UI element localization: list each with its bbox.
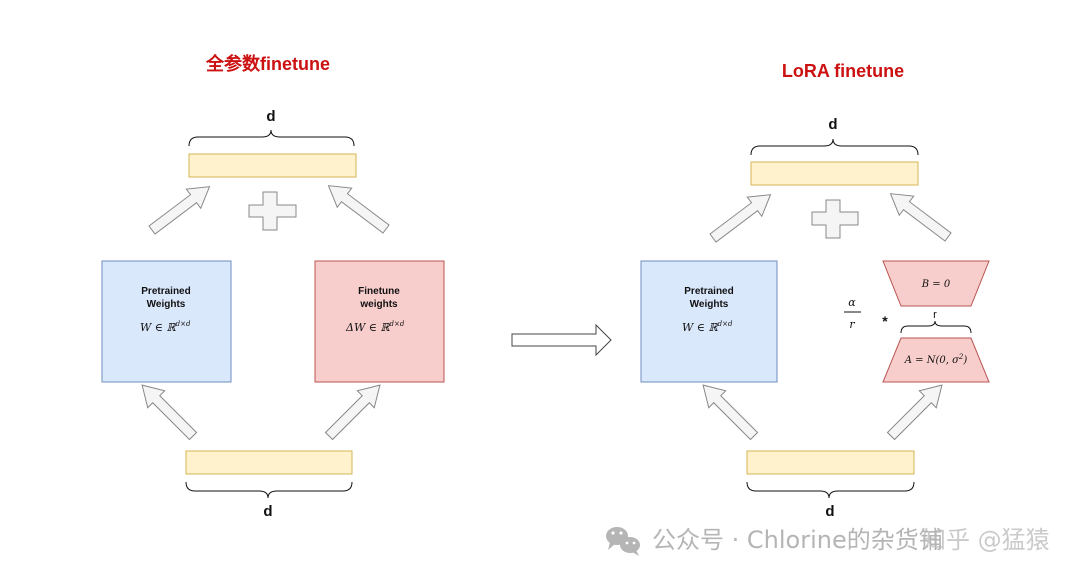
a-matrix-label: A = N(0, σ2) xyxy=(904,353,968,366)
right-title: LoRA finetune xyxy=(782,61,904,81)
left-input-vector xyxy=(185,450,353,475)
lora-b-matrix: B = 0 xyxy=(882,260,990,307)
rank-brace xyxy=(900,320,972,334)
right-input-vector xyxy=(746,450,915,475)
left-up-arrow-icon xyxy=(320,175,394,240)
right-pretrained-label-1: Pretrained xyxy=(684,286,733,297)
scale-numerator: α xyxy=(848,296,856,309)
left-pretrained-weights-box: Pretrained Weights W ∈ ℝd×d xyxy=(101,260,232,383)
lora-a-matrix: A = N(0, σ2) xyxy=(882,337,990,383)
left-bottom-dim-label: d xyxy=(263,503,272,520)
b-matrix-label: B = 0 xyxy=(921,279,951,290)
left-bottom-arrow-icon xyxy=(320,376,389,445)
multiply-symbol: * xyxy=(882,313,888,329)
left-pretrained-label-2: Weights xyxy=(147,299,186,310)
left-title: 全参数finetune xyxy=(205,53,330,74)
left-bottom-arrow-icon xyxy=(133,376,202,445)
right-plus-icon xyxy=(811,199,859,239)
left-finetune-formula: ΔW ∈ ℝd×d xyxy=(345,320,405,334)
left-plus-icon xyxy=(248,191,297,231)
left-top-dim-label: d xyxy=(266,108,275,125)
scale-denominator: r xyxy=(849,318,855,331)
left-finetune-label-2: weights xyxy=(359,299,398,310)
watermark-overlay-text: 知乎 @猛猿 xyxy=(922,526,1050,554)
right-output-vector xyxy=(750,161,919,186)
right-pretrained-label-2: Weights xyxy=(690,299,729,310)
left-bottom-brace xyxy=(185,481,353,499)
right-pretrained-weights-box: Pretrained Weights W ∈ ℝd×d xyxy=(640,260,778,383)
left-finetune-weights-box: Finetune weights ΔW ∈ ℝd×d xyxy=(314,260,445,383)
right-top-brace xyxy=(750,138,919,156)
right-pretrained-formula: W ∈ ℝd×d xyxy=(682,320,733,334)
right-bottom-arrow-icon xyxy=(694,376,763,445)
wechat-logo-icon xyxy=(606,527,640,556)
right-bottom-brace xyxy=(746,481,915,499)
right-bottom-dim-label: d xyxy=(825,503,834,520)
left-output-vector xyxy=(188,153,357,178)
watermark-text: 公众号 · Chlorine的杂货铺 xyxy=(652,526,943,554)
right-arrow-icon xyxy=(511,323,612,357)
rank-label: r xyxy=(933,309,937,321)
left-pretrained-formula: W ∈ ℝd×d xyxy=(140,320,191,334)
right-top-dim-label: d xyxy=(828,116,837,133)
right-up-arrow-icon xyxy=(882,183,956,248)
left-up-arrow-icon xyxy=(144,176,218,241)
left-pretrained-label-1: Pretrained xyxy=(141,286,190,297)
right-up-arrow-icon xyxy=(705,184,779,249)
right-bottom-arrow-icon xyxy=(882,376,951,445)
left-top-brace xyxy=(188,129,355,147)
left-finetune-label-1: Finetune xyxy=(358,286,400,297)
